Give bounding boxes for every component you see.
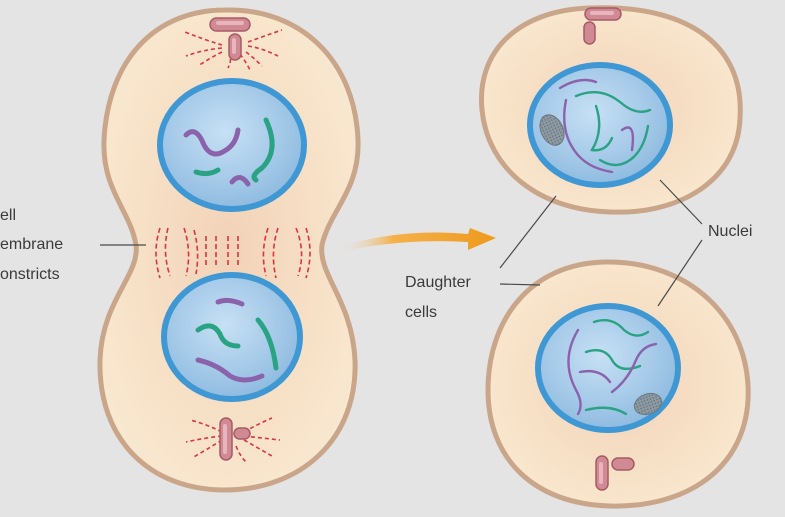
label-daughter-cells-line2: cells (405, 304, 438, 321)
cleavage-fibers (155, 227, 311, 279)
label-nuclei: Nuclei (708, 223, 753, 240)
label-daughter-cells-line1: Daughter (405, 274, 471, 291)
chromosome-icon (195, 297, 279, 383)
nucleolus-icon (633, 392, 663, 416)
chromosome-icon (183, 117, 275, 187)
nuclei-leader-lines (657, 179, 703, 307)
daughter-leader-lines (499, 195, 557, 286)
centriole-icon (209, 17, 251, 61)
centriole-icon (595, 455, 635, 491)
centriole-icon (583, 7, 622, 45)
label-cell-membrane-line1: ell (0, 207, 17, 224)
arrow-icon (338, 228, 496, 252)
chromosome-icon (558, 78, 652, 174)
chromosome-icon (567, 319, 658, 416)
top-spindle-fibers (184, 29, 283, 71)
nucleolus-icon (539, 114, 565, 146)
label-cell-membrane-line3: onstricts (0, 266, 60, 283)
label-cell-membrane-line2: embrane (0, 236, 64, 253)
bottom-daughter-nucleus (535, 303, 681, 433)
centriole-icon (219, 417, 251, 461)
bottom-nucleus (161, 272, 303, 402)
